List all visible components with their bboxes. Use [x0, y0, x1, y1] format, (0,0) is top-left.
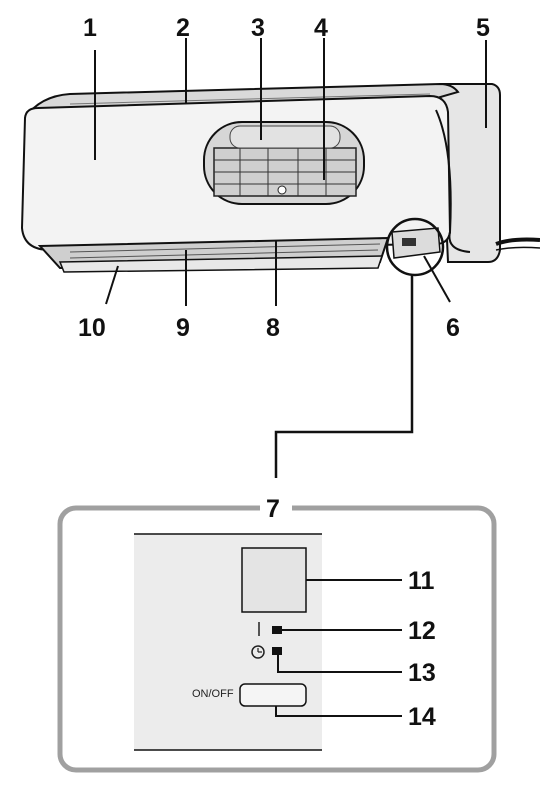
magnifier-circle	[385, 217, 445, 277]
callout-11: 11	[408, 567, 435, 595]
leader-lines	[94, 38, 487, 306]
onoff-button[interactable]	[239, 683, 307, 707]
onoff-label: ON/OFF	[192, 688, 234, 700]
callout-6: 6	[446, 314, 460, 342]
vertical-louvers	[69, 243, 381, 259]
callout-7: 7	[266, 495, 280, 523]
panel-label-gap	[260, 500, 292, 516]
callout-8: 8	[266, 314, 280, 342]
callout-4: 4	[314, 14, 328, 42]
callout-10: 10	[78, 314, 106, 342]
callout-9: 9	[176, 314, 190, 342]
horizontal-flap	[58, 255, 384, 273]
air-filter	[213, 125, 357, 197]
callout-3: 3	[251, 14, 265, 42]
callout-1: 1	[83, 14, 97, 42]
connector-line	[274, 275, 414, 478]
callout-5: 5	[476, 14, 490, 42]
power-cord	[495, 237, 540, 246]
indoor-unit	[20, 82, 540, 478]
unit-side-panel	[438, 83, 501, 263]
clock-icon	[251, 645, 265, 659]
timer-indicator-lamp	[272, 647, 282, 655]
callout-14: 14	[408, 703, 436, 731]
control-panel-detail: 7 ON/OFF 11 12 13 14	[57, 495, 497, 773]
panel-leader-lines	[275, 579, 402, 717]
signal-receiver	[402, 238, 416, 246]
front-panel-edge	[435, 109, 471, 253]
callout-2: 2	[176, 14, 190, 42]
callout-13: 13	[408, 659, 436, 687]
power-indicator-lamp	[272, 626, 282, 634]
remote-signal-receiver	[241, 547, 307, 613]
callout-12: 12	[408, 617, 436, 645]
